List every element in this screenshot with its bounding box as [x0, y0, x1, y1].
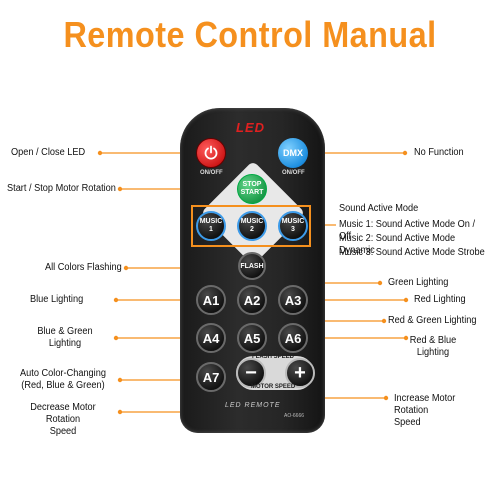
a3-button[interactable]: A3	[278, 285, 308, 315]
annotation-music-3: Music 3: Sound Active Mode Strobe	[339, 247, 485, 258]
music-1-number: 1	[209, 226, 213, 233]
annotation-green-lighting: Green Lighting	[388, 277, 449, 288]
start-label: START	[240, 189, 264, 196]
red-blue-line-1: Red & Blue	[409, 335, 457, 346]
decrease-speed-button[interactable]: −	[236, 358, 266, 388]
increase-speed-button[interactable]: +	[285, 358, 315, 388]
stop-label: STOP	[242, 181, 262, 188]
remote-model-label: AO-6666	[284, 413, 305, 419]
page-title: Remote Control Manual	[63, 14, 437, 55]
music-buttons-highlight	[191, 205, 311, 247]
a1-button[interactable]: A1	[196, 285, 226, 315]
annotation-all-colors-flashing: All Colors Flashing	[45, 262, 122, 273]
red-blue-line-2: Lighting	[416, 347, 450, 358]
annotation-red-green-lighting: Red & Green Lighting	[388, 315, 477, 326]
annotation-sound-active-mode: Sound Active Mode	[339, 203, 419, 214]
auto-color-line-2: (Red, Blue & Green)	[21, 380, 105, 391]
power-button[interactable]	[196, 138, 226, 168]
annotation-red-lighting: Red Lighting	[414, 294, 466, 305]
power-icon	[204, 145, 218, 160]
remote-footer-label: LED REMOTE	[225, 402, 281, 409]
music-2-number: 2	[250, 226, 254, 233]
annotation-open-close-led: Open / Close LED	[11, 147, 86, 158]
increase-motor-line-2: Speed	[394, 417, 421, 428]
a5-button[interactable]: A5	[237, 323, 267, 353]
annotation-start-stop-motor: Start / Stop Motor Rotation	[7, 183, 116, 194]
a4-button[interactable]: A4	[196, 323, 226, 353]
annotation-no-function: No Function	[414, 147, 464, 158]
dmx-button-label: ON/OFF	[282, 170, 305, 176]
music-1-word: MUSIC	[199, 218, 223, 225]
increase-motor-line-1: Increase Motor Rotation	[394, 393, 456, 416]
annotation-music-1: Music 1: Sound Active Mode On / Off	[339, 219, 476, 242]
a7-button[interactable]: A7	[196, 362, 226, 392]
a6-button[interactable]: A6	[278, 323, 308, 353]
blue-green-line-1: Blue & Green	[37, 326, 93, 337]
music-3-number: 3	[291, 226, 295, 233]
power-button-label: ON/OFF	[200, 170, 223, 176]
annotation-auto-color-changing: Auto Color-Changing(Red, Blue & Green)	[12, 368, 113, 392]
music-3-word: MUSIC	[281, 218, 305, 225]
flash-button[interactable]: FLASH	[238, 252, 266, 280]
remote-brand-label: LED	[236, 120, 265, 135]
decrease-motor-line-2: Speed	[49, 426, 77, 437]
blue-green-line-2: Lighting	[48, 338, 82, 349]
decrease-motor-line-1: Decrease Motor Rotation	[30, 402, 96, 425]
motor-speed-label: MOTOR SPEED	[251, 384, 296, 390]
annotation-blue-lighting: Blue Lighting	[30, 294, 84, 305]
flash-speed-label: FLASH SPEED	[252, 354, 295, 360]
a2-button[interactable]: A2	[237, 285, 267, 315]
music-2-word: MUSIC	[240, 218, 264, 225]
dmx-button[interactable]: DMX	[278, 138, 308, 168]
auto-color-line-1: Auto Color-Changing	[20, 368, 106, 379]
annotation-music-2: Music 2: Sound Active Mode Dynamic	[339, 233, 456, 256]
